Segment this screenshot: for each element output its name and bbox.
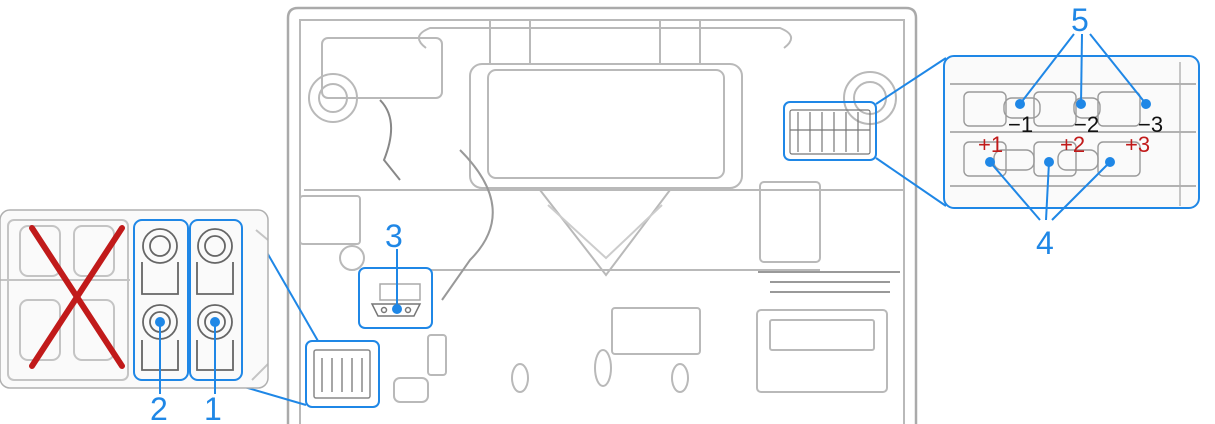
highlight-box-contact-3 <box>358 267 433 329</box>
highlight-box-terminal-block <box>305 340 380 408</box>
callout-4: 4 <box>1036 225 1054 261</box>
label-plus-2: +2 <box>1060 132 1085 157</box>
left-inset <box>0 209 269 394</box>
device-housing <box>286 6 918 424</box>
label-minus-1: −1 <box>1008 112 1033 137</box>
highlight-box-relay-terminals <box>783 101 877 161</box>
left-inset-frame <box>0 209 269 389</box>
label-minus-3: −3 <box>1138 112 1163 137</box>
label-minus-2: −2 <box>1074 112 1099 137</box>
red-x-icon <box>29 225 125 369</box>
contact-3-dot <box>392 304 402 314</box>
callout-2: 2 <box>150 391 168 424</box>
right-inset-frame <box>943 55 1200 209</box>
callout-3: 3 <box>385 218 403 254</box>
callout-4-leader-c <box>1051 161 1111 221</box>
callout-4-leader-b <box>1045 161 1050 221</box>
callout-5: 5 <box>1071 2 1089 38</box>
callout-1: 1 <box>204 391 222 424</box>
label-plus-1: +1 <box>978 132 1003 157</box>
right-inset-connector-top <box>875 57 947 105</box>
right-inset: −1 −2 −3 +1 +2 +3 <box>943 33 1200 221</box>
callout-5-leader-c <box>1089 33 1147 105</box>
callout-5-leader-b <box>1080 33 1083 105</box>
label-plus-3: +3 <box>1125 132 1150 157</box>
right-inset-connector-bottom <box>875 157 947 207</box>
callout-4-leader-a <box>989 161 1041 221</box>
callout-5-leader-a <box>1019 33 1075 105</box>
terminal-block-detail <box>313 349 371 399</box>
relay-terminals-detail <box>789 109 871 155</box>
